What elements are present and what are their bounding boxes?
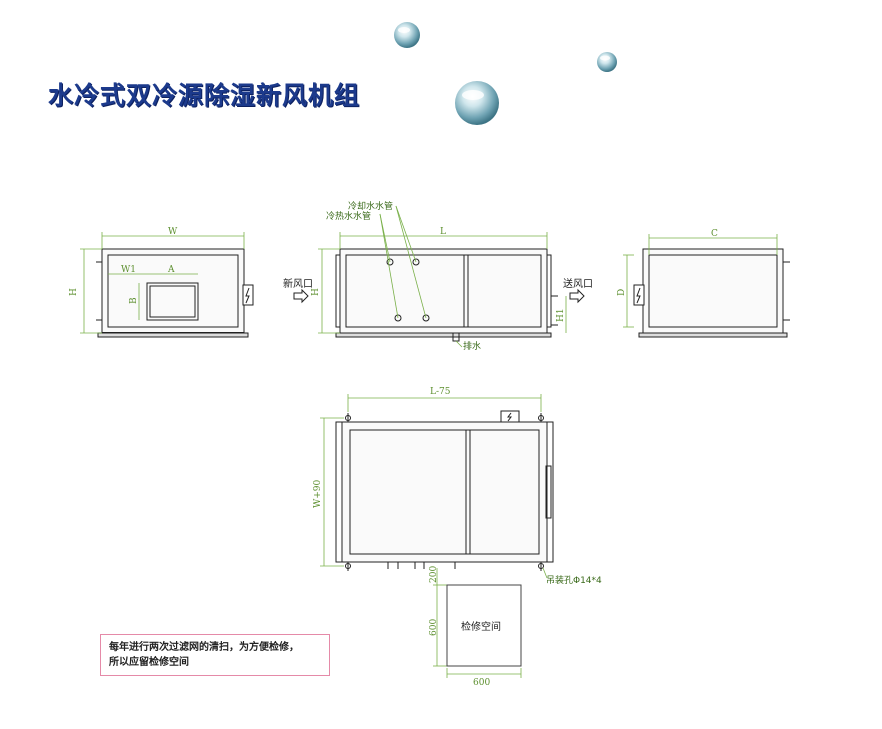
fresh-air-inlet-label: 新风口 — [283, 277, 313, 290]
dim-l-label: L — [440, 227, 446, 237]
back-view-dimensions — [623, 234, 778, 328]
dim-h-label: H — [69, 288, 79, 296]
maintenance-note-line2: 所以应留检修空间 — [109, 657, 189, 668]
supply-air-outlet-label: 送风口 — [563, 277, 593, 290]
dim-w90-label: W+90 — [313, 479, 323, 508]
hanging-hole-label: 吊装孔Φ14*4 — [546, 574, 602, 586]
front-view — [96, 248, 254, 338]
dim-w1-label: W1 — [121, 265, 136, 275]
dim-h-label-side: H — [311, 288, 321, 296]
front-view-dimensions — [80, 232, 245, 334]
water-drop-icon — [597, 52, 617, 72]
cooling-water-pipe-label: 冷却水水管 — [348, 200, 393, 212]
side-view-pointers — [318, 205, 567, 348]
service-space-box — [446, 584, 522, 667]
water-drop-icon — [394, 22, 420, 48]
maintenance-note-line1: 每年进行两次过滤网的清扫，为方便检修， — [109, 642, 299, 653]
drain-label: 排水 — [463, 340, 481, 352]
maintenance-note: 每年进行两次过滤网的清扫，为方便检修， 所以应留检修空间 — [100, 634, 330, 676]
plan-view — [335, 410, 554, 571]
dim-b-label: B — [129, 297, 139, 304]
arrow-right-icon — [569, 288, 585, 304]
page-title: 水冷式双冷源除湿新风机组 — [48, 81, 361, 110]
side-view — [335, 248, 558, 342]
chilled-water-pipe-label: 冷热水水管 — [326, 210, 371, 222]
arrow-right-icon — [293, 288, 309, 304]
plan-view-dimensions — [320, 394, 548, 678]
service-space-label: 检修空间 — [461, 620, 501, 633]
dim-l75-label: L-75 — [430, 387, 451, 397]
dim-d-label: D — [617, 289, 627, 296]
dim-a-label: A — [167, 265, 175, 275]
dim-600-vertical-label: 600 — [429, 619, 439, 636]
dim-w-label: W — [168, 227, 178, 237]
dim-200-label: 200 — [429, 566, 439, 583]
dim-c-label: C — [711, 229, 718, 239]
water-drop-icon — [455, 81, 499, 125]
dim-h1-label: H1 — [556, 308, 566, 322]
back-view — [633, 248, 790, 338]
dim-600-horizontal-label: 600 — [473, 678, 490, 688]
